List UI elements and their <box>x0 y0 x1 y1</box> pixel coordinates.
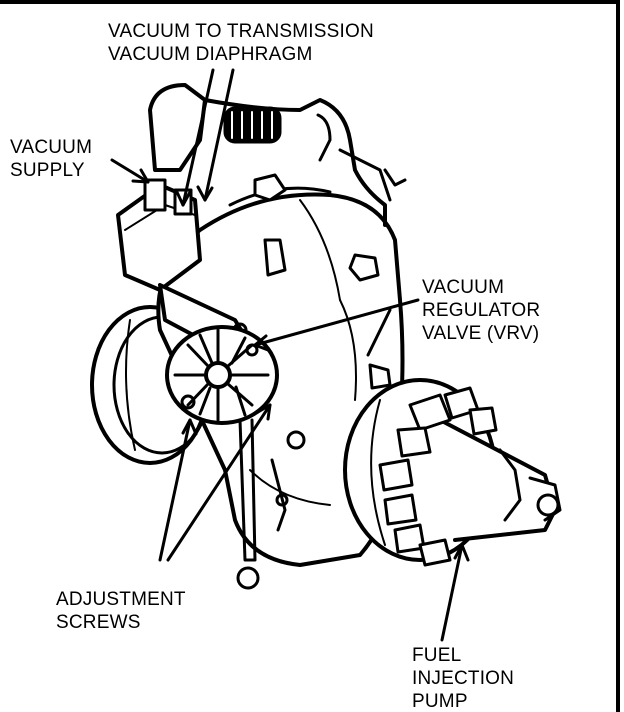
label-line: PUMP <box>412 691 468 712</box>
label-line: VACUUM DIAPHRAGM <box>108 44 313 65</box>
label-line: SUPPLY <box>10 160 85 181</box>
label-vacuum-supply: VACUUM SUPPLY <box>10 136 92 182</box>
label-line: VACUUM <box>10 137 93 158</box>
label-adjustment-screws: ADJUSTMENT SCREWS <box>56 588 186 634</box>
label-vacuum-to-transmission: VACUUM TO TRANSMISSION VACUUM DIAPHRAGM <box>108 20 374 66</box>
adjustment-dial <box>165 325 279 425</box>
hydraulic-head <box>343 378 562 567</box>
mounting-bolts <box>253 173 392 450</box>
linkage-rod <box>236 418 289 590</box>
right-border <box>616 0 620 712</box>
leader-lines <box>110 68 470 642</box>
label-fuel-injection-pump: FUEL INJECTION PUMP <box>412 644 514 712</box>
pump-body <box>156 186 405 567</box>
top-border <box>0 0 620 4</box>
label-line: ADJUSTMENT <box>56 589 186 610</box>
label-line: VACUUM <box>422 277 505 298</box>
label-line: VACUUM TO TRANSMISSION <box>108 21 374 42</box>
label-line: FUEL <box>412 645 462 666</box>
label-line: REGULATOR <box>422 300 541 321</box>
label-line: SCREWS <box>56 612 141 633</box>
label-vacuum-regulator-valve: VACUUM REGULATOR VALVE (VRV) <box>422 276 540 345</box>
label-line: VALVE (VRV) <box>422 323 540 344</box>
return-spring <box>223 106 282 144</box>
label-line: INJECTION <box>412 668 515 689</box>
